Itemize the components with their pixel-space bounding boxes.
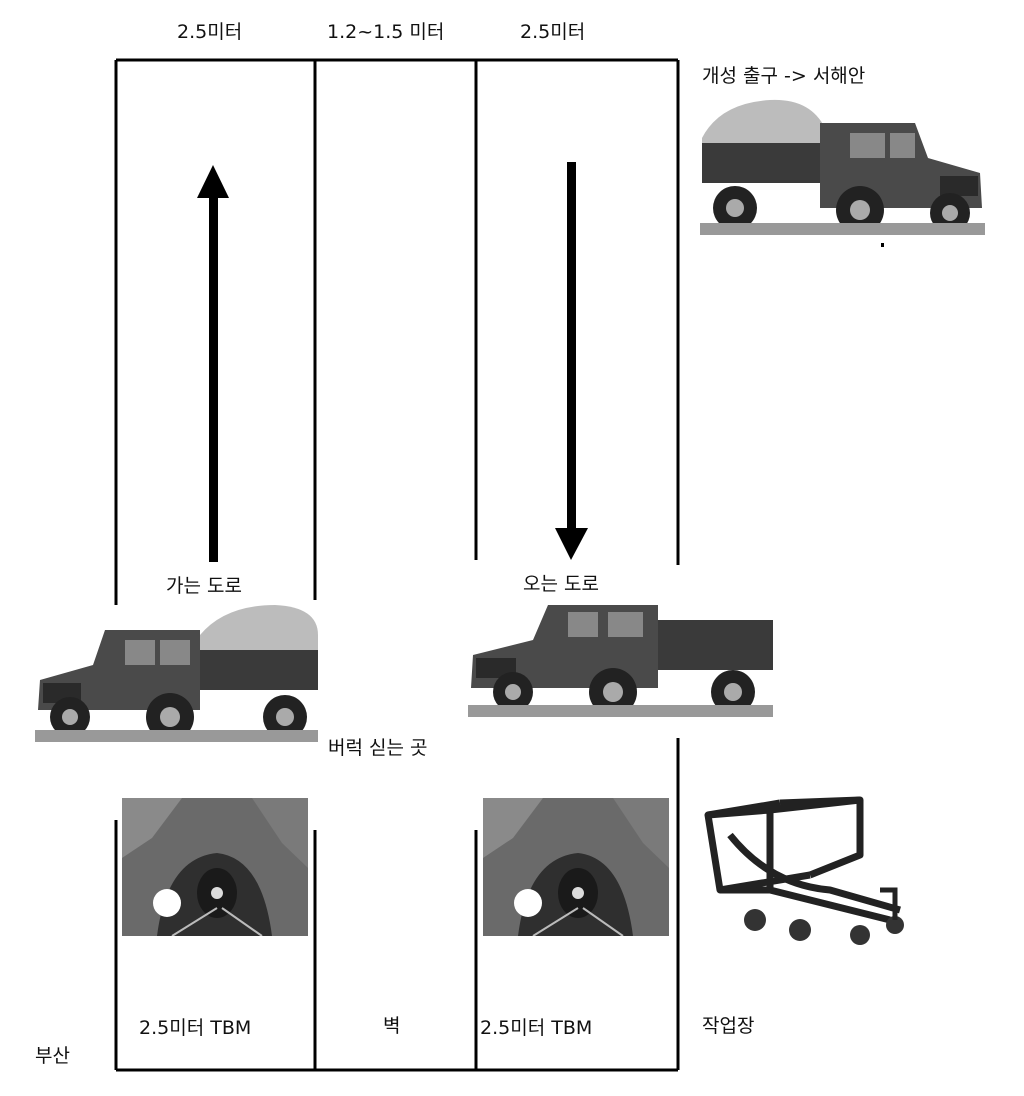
tunnel-icon (122, 798, 308, 936)
left-lane-width: 2.5미터 (177, 21, 243, 43)
up-arrow-icon (197, 165, 229, 562)
middle-width: 1.2~1.5 미터 (327, 21, 445, 43)
tunnel-icon (483, 798, 669, 936)
dot-marker (881, 243, 884, 247)
exit-label: 개성 출구 -> 서해안 (702, 65, 866, 87)
left-tbm-label: 2.5미터 TBM (139, 1017, 252, 1039)
road-out-label: 가는 도로 (166, 575, 242, 597)
busan-label: 부산 (35, 1045, 70, 1067)
right-lane-width: 2.5미터 (520, 21, 586, 43)
down-arrow-icon (555, 162, 588, 560)
road-in-label: 오는 도로 (523, 573, 599, 595)
mine-cart-icon (704, 796, 904, 945)
truck-icon (468, 605, 773, 717)
workshop-label: 작업장 (702, 1015, 755, 1037)
wall-label: 벽 (383, 1015, 401, 1037)
loading-area-label: 버럭 싣는 곳 (328, 737, 428, 759)
truck-icon (700, 99, 985, 235)
truck-icon (35, 605, 318, 742)
right-tbm-label: 2.5미터 TBM (480, 1017, 593, 1039)
